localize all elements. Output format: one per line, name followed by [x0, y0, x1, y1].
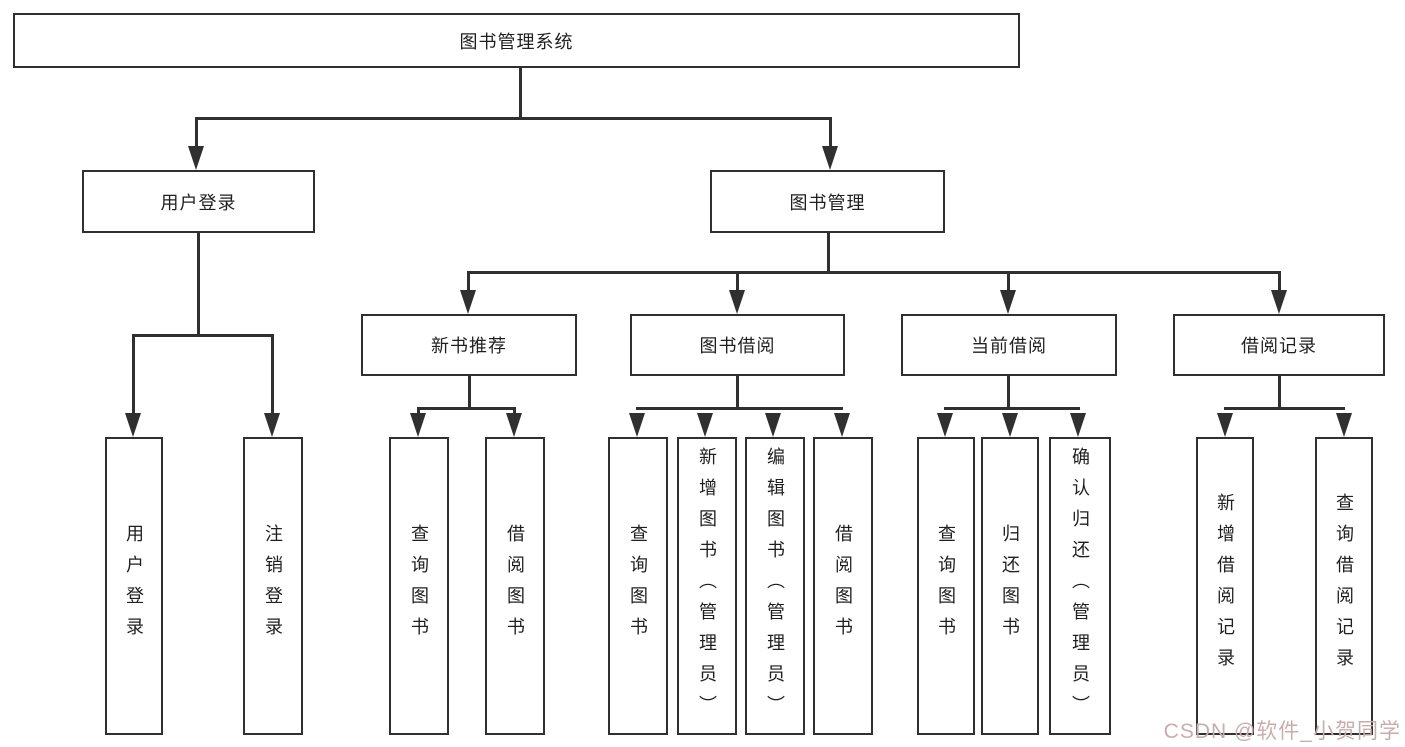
connector-user-login-stem: [197, 233, 200, 336]
connector-root-split: [195, 117, 832, 120]
node-user-login-label: 用户登录: [160, 192, 237, 213]
connector-book-borrow-stem: [736, 376, 739, 410]
leaf-cb-return-books-label: 归还图书: [1000, 524, 1020, 648]
leaf-bb-borrow-books-label: 借阅图书: [833, 524, 853, 648]
leaf-bb-edit-books-admin-label: 编辑图书（管理员）: [765, 446, 785, 726]
leaf-br-query-record: 查询借阅记录: [1315, 437, 1373, 735]
leaf-logout: 注销登录: [243, 437, 303, 735]
connector-root-stem: [519, 66, 522, 119]
leaf-nb-query-books-label: 查询图书: [409, 524, 429, 648]
leaf-logout-label: 注销登录: [263, 524, 283, 648]
connector-book-mgmt-split: [467, 271, 1281, 274]
leaf-bb-edit-books-admin: 编辑图书（管理员）: [745, 437, 805, 735]
connector-borrow-record-drop: [1278, 271, 1281, 293]
node-root: 图书管理系统: [13, 13, 1020, 68]
leaf-br-add-record-label: 新增借阅记录: [1215, 493, 1235, 679]
arrowhead-borrow-record: [1271, 290, 1287, 314]
node-borrow-record-label: 借阅记录: [1241, 336, 1317, 356]
arrowhead-bb-query: [629, 413, 645, 437]
arrowhead-book-borrow: [729, 290, 745, 314]
leaf-bb-borrow-books: 借阅图书: [813, 437, 873, 735]
connector-current-borrow-stem: [1007, 376, 1010, 410]
connector-user-login-split: [132, 334, 274, 337]
leaf-user-login-label: 用户登录: [124, 524, 144, 648]
leaf-cb-confirm-return-admin-label: 确认归还（管理员）: [1070, 446, 1090, 726]
node-new-book-label: 新书推荐: [431, 336, 507, 356]
arrowhead-bb-borrow: [834, 413, 850, 437]
leaf-br-query-record-label: 查询借阅记录: [1334, 493, 1354, 679]
node-root-label: 图书管理系统: [459, 31, 574, 52]
leaf-cb-return-books: 归还图书: [981, 437, 1039, 735]
node-book-borrow-label: 图书借阅: [699, 336, 776, 356]
arrowhead-br-add: [1217, 413, 1233, 437]
connector-new-book-stem: [468, 376, 471, 410]
leaf-cb-confirm-return-admin: 确认归还（管理员）: [1049, 437, 1111, 735]
leaf-bb-add-books-admin-label: 新增图书（管理员）: [697, 446, 717, 726]
leaf-cb-query-books-label: 查询图书: [936, 524, 956, 648]
connector-current-borrow-split: [944, 407, 1080, 410]
connector-leaf-logout-drop: [271, 334, 274, 416]
arrowhead-br-query: [1336, 413, 1352, 437]
leaf-nb-query-books: 查询图书: [389, 437, 449, 735]
arrowhead-new-book: [460, 290, 476, 314]
arrowhead-user-login: [188, 146, 204, 170]
leaf-bb-add-books-admin: 新增图书（管理员）: [677, 437, 737, 735]
connector-borrow-record-split: [1224, 407, 1345, 410]
node-current-borrow: 当前借阅: [901, 314, 1117, 376]
node-book-borrow: 图书借阅: [630, 314, 845, 376]
connector-book-mgmt-drop: [829, 117, 832, 149]
arrowhead-bb-add: [697, 413, 713, 437]
node-current-borrow-label: 当前借阅: [971, 336, 1047, 356]
leaf-bb-query-books-label: 查询图书: [628, 524, 648, 648]
connector-leaf-login-drop: [132, 334, 135, 416]
connector-new-book-drop: [467, 271, 470, 293]
node-book-mgmt: 图书管理: [710, 170, 945, 233]
arrowhead-cb-query: [937, 413, 953, 437]
arrowhead-nb-borrow: [506, 413, 522, 437]
node-new-book: 新书推荐: [361, 314, 577, 376]
connector-current-borrow-drop: [1007, 271, 1010, 293]
arrowhead-current-borrow: [1000, 290, 1016, 314]
connector-user-login-drop: [195, 117, 198, 149]
arrowhead-cb-confirm: [1070, 413, 1086, 437]
connector-book-mgmt-stem: [827, 233, 830, 274]
connector-book-borrow-split: [636, 407, 843, 410]
connector-borrow-record-stem: [1278, 376, 1281, 410]
node-borrow-record: 借阅记录: [1173, 314, 1385, 376]
connector-book-borrow-drop: [736, 271, 739, 293]
arrowhead-book-mgmt: [822, 146, 838, 170]
arrowhead-leaf-login: [125, 413, 141, 437]
node-book-mgmt-label: 图书管理: [789, 192, 866, 213]
arrowhead-nb-query: [410, 413, 426, 437]
leaf-br-add-record: 新增借阅记录: [1196, 437, 1254, 735]
node-user-login: 用户登录: [82, 170, 315, 233]
csdn-watermark: CSDN @软件_小贺同学: [1163, 720, 1401, 743]
leaf-cb-query-books: 查询图书: [917, 437, 975, 735]
leaf-user-login: 用户登录: [105, 437, 163, 735]
arrowhead-cb-return: [1002, 413, 1018, 437]
leaf-nb-borrow-books: 借阅图书: [485, 437, 545, 735]
connector-new-book-split: [417, 407, 516, 410]
leaf-nb-borrow-books-label: 借阅图书: [505, 524, 525, 648]
arrowhead-leaf-logout: [264, 413, 280, 437]
arrowhead-bb-edit: [765, 413, 781, 437]
leaf-bb-query-books: 查询图书: [608, 437, 668, 735]
